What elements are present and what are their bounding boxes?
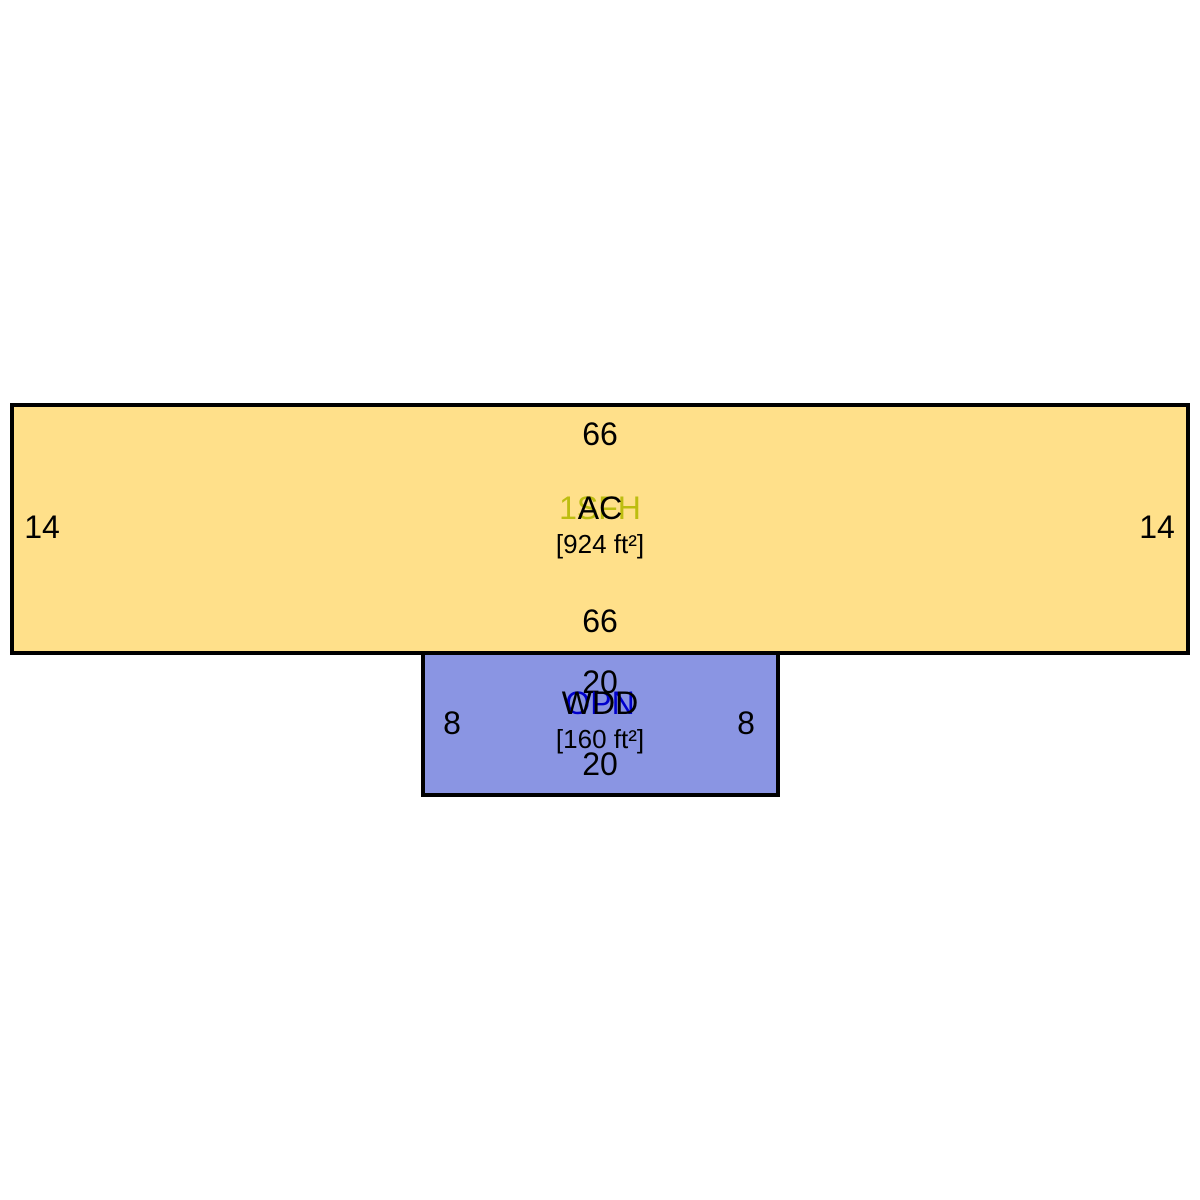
addition-section-code: OPN — [565, 685, 634, 721]
main-section-label: AC — [578, 490, 622, 526]
addition-section-label: WDD — [562, 685, 638, 721]
addition-section: 20 20 8 8 OPN WDD [160 ft²] — [421, 651, 780, 797]
main-section-shape — [10, 403, 1190, 655]
main-dim-left: 14 — [24, 509, 60, 545]
addition-dim-top: 20 — [582, 664, 618, 700]
addition-section-area: [160 ft²] — [556, 724, 644, 754]
main-dim-bottom: 66 — [582, 603, 618, 639]
addition-dim-left: 8 — [443, 705, 461, 741]
main-section: 66 66 14 14 1SFH AC [924 ft²] — [10, 403, 1190, 655]
addition-dim-bottom: 20 — [582, 746, 618, 782]
addition-section-shape — [421, 651, 780, 797]
addition-dim-right: 8 — [737, 705, 755, 741]
main-dim-top: 66 — [582, 416, 618, 452]
main-dim-right: 14 — [1139, 509, 1175, 545]
main-section-area: [924 ft²] — [556, 529, 644, 559]
main-section-code: 1SFH — [559, 490, 641, 526]
